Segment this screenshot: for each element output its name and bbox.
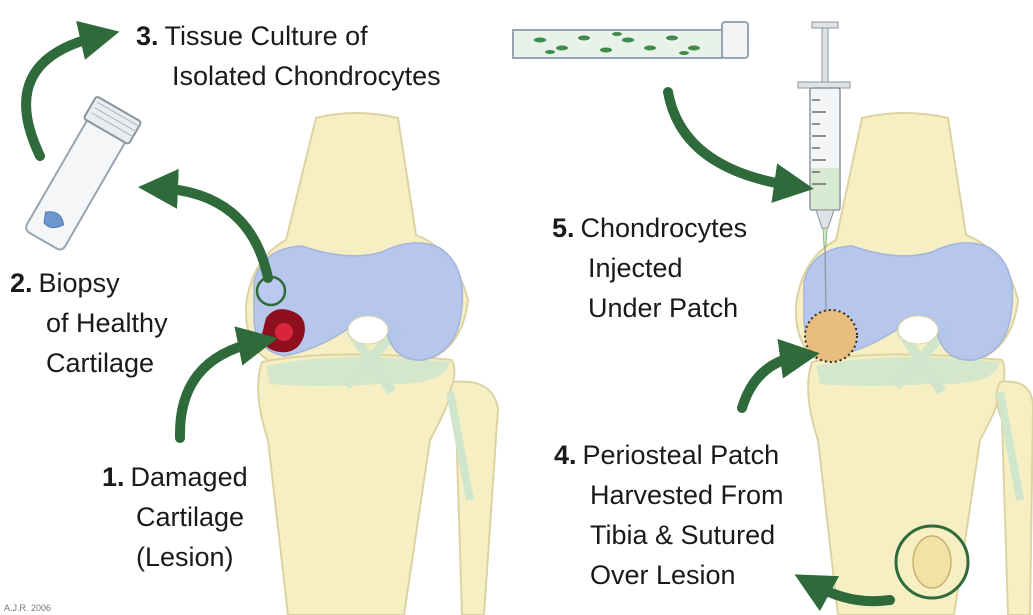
left-knee — [246, 113, 498, 615]
step-3-label: 3.Tissue Culture of Isolated Chondrocyte… — [136, 16, 441, 96]
step-3-number: 3. — [136, 21, 159, 51]
step-2-line-2: of Healthy — [10, 303, 168, 343]
step-2-number: 2. — [10, 268, 33, 298]
step-3-line-1: Tissue Culture of — [165, 21, 368, 51]
arrow-label-to-patch — [742, 356, 800, 408]
step-1-label: 1.Damaged Cartilage (Lesion) — [102, 457, 248, 577]
right-notch — [898, 316, 938, 344]
step-5-label: 5.Chondrocytes Injected Under Patch — [552, 208, 747, 328]
tibia-harvest-patch — [913, 536, 951, 588]
step-4-number: 4. — [554, 440, 577, 470]
step-2-label: 2.Biopsy of Healthy Cartilage — [10, 263, 168, 383]
step-1-line-3: (Lesion) — [102, 537, 248, 577]
arrow-biopsy-to-vial — [158, 188, 268, 278]
left-tibia — [258, 354, 454, 615]
step-2-line-3: Cartilage — [10, 343, 168, 383]
left-notch — [348, 316, 388, 344]
step-3-line-2: Isolated Chondrocytes — [136, 56, 441, 96]
step-1-line-1: Damaged — [131, 462, 248, 492]
step-2-line-1: Biopsy — [39, 268, 120, 298]
step-5-number: 5. — [552, 213, 575, 243]
step-5-line-2: Injected — [552, 248, 747, 288]
culture-flask — [513, 22, 748, 58]
step-5-line-3: Under Patch — [552, 288, 747, 328]
step-1-line-2: Cartilage — [102, 497, 248, 537]
step-4-line-4: Over Lesion — [554, 555, 784, 595]
step-4-label: 4.Periosteal Patch Harvested From Tibia … — [554, 435, 784, 595]
step-5-line-1: Chondrocytes — [581, 213, 748, 243]
step-4-line-2: Harvested From — [554, 475, 784, 515]
arrow-label-to-lesion — [180, 342, 258, 438]
step-4-line-1: Periosteal Patch — [583, 440, 780, 470]
biopsy-vial — [20, 96, 141, 254]
artist-credit: A.J.R. 2006 — [4, 603, 51, 613]
step-1-number: 1. — [102, 462, 125, 492]
step-4-line-3: Tibia & Sutured — [554, 515, 784, 555]
periosteal-patch — [805, 310, 857, 362]
arrow-flask-to-syringe — [668, 92, 794, 186]
